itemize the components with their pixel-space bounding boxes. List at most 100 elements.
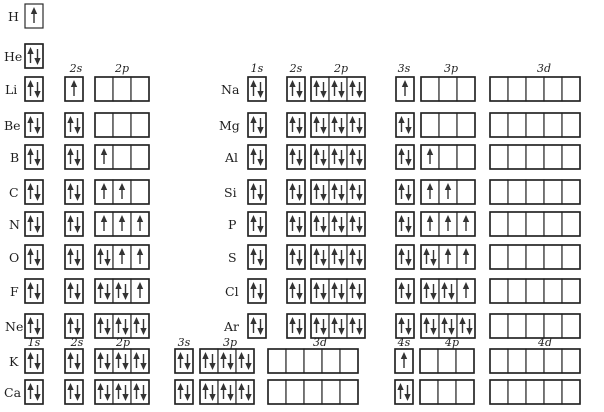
spin-arrow-S-1s-0-down-head [257, 259, 264, 266]
orbital-box-Ar-3d-0 [489, 313, 509, 339]
spin-arrow-Mg-2p-2-up-head [349, 116, 356, 123]
spin-arrow-N-2s-0-down-head [74, 226, 81, 233]
spin-arrow-Na-3s-0-up-head [401, 80, 409, 87]
orbital-box-Ca-4d-3 [543, 379, 563, 405]
element-symbol-Si: Si [224, 185, 237, 200]
spin-arrow-Mg-2p-0-down-head [320, 127, 327, 134]
subshell-outline-S-2s [286, 244, 306, 270]
orbital-box-Al-3d-1 [507, 144, 527, 170]
spin-arrow-Mg-1s-0-up-head [250, 116, 257, 123]
spin-arrow-Ar-3p-1-down-head [448, 328, 455, 335]
spin-arrow-N-2p-0-up-head [100, 215, 108, 222]
orbital-box-Mg-2p-0 [310, 112, 330, 138]
spin-arrow-Al-1s-0-up-head [250, 148, 257, 155]
spin-arrow-Li-1s-0-up-head [27, 80, 34, 87]
subshell-outline-Ne-1s [24, 313, 44, 339]
subshell-outline-F-2s [64, 278, 84, 304]
spin-arrow-Al-2p-0-up-head [313, 148, 320, 155]
orbital-box-Ne-2p-1 [112, 313, 132, 339]
orbital-box-P-3d-3 [543, 211, 563, 237]
subshell-outline-Na-2s [286, 76, 306, 102]
orbital-box-Cl-3p-1 [438, 278, 458, 304]
spin-arrow-P-2p-1-up-head [331, 215, 338, 222]
spin-arrow-S-2p-1-down-head [338, 259, 345, 266]
spin-arrow-P-2s-0-down-head [296, 226, 303, 233]
subshell-outline-Ca-2s [64, 379, 84, 405]
subshell-outline-B-1s [24, 144, 44, 170]
orbital-box-Ar-3p-2 [456, 313, 476, 339]
orbital-box-Na-3d-4 [561, 76, 581, 102]
subshell-outline-K-3p [199, 348, 255, 374]
orbital-box-Al-3d-4 [561, 144, 581, 170]
orbital-box-Ca-3d-2 [303, 379, 323, 405]
subshell-outline-Al-1s [247, 144, 267, 170]
spin-arrow-Al-3s-0-up-head [398, 148, 405, 155]
spin-arrow-P-2p-0-up-head [313, 215, 320, 222]
orbital-box-Cl-3d-1 [507, 278, 527, 304]
spin-arrow-Si-2p-1-up-head [331, 183, 338, 190]
orbital-box-Si-2p-0 [310, 179, 330, 205]
orbital-box-K-4p-0 [419, 348, 439, 374]
spin-arrow-K-2p-0-up-head [97, 352, 104, 359]
subshell-outline-Be-1s [24, 112, 44, 138]
subshell-outline-N-1s [24, 211, 44, 237]
spin-arrow-N-2p-1-up-head [118, 215, 126, 222]
subshell-outline-Li-2s [64, 76, 84, 102]
spin-arrow-Ca-2p-2-up-head [133, 383, 140, 390]
spin-arrow-Si-2p-0-up-head [313, 183, 320, 190]
spin-arrow-Ar-3p-1-up-head [441, 317, 448, 324]
spin-arrow-O-2p-0-up-head [97, 248, 104, 255]
subshell-outline-Ar-2p [310, 313, 366, 339]
spin-arrow-Ca-2p-1-up-head [115, 383, 122, 390]
spin-arrow-Ca-3p-0-up-head [202, 383, 209, 390]
orbital-box-B-2s-0 [64, 144, 84, 170]
spin-arrow-F-1s-0-up-head [27, 282, 34, 289]
orbital-box-Be-2p-2 [130, 112, 150, 138]
spin-arrow-Na-2p-0-up-head [313, 80, 320, 87]
orbital-box-F-2s-0 [64, 278, 84, 304]
subshell-header-3p: 3p [444, 62, 458, 75]
subshell-outline-P-3d [489, 211, 581, 237]
spin-arrow-K-2p-2-up-head [133, 352, 140, 359]
orbital-box-C-2p-2 [130, 179, 150, 205]
spin-arrow-Al-2p-2-down-head [356, 159, 363, 166]
subshell-header-3d: 3d [537, 62, 551, 75]
element-symbol-C: C [9, 185, 19, 200]
orbital-box-Ne-2p-2 [130, 313, 150, 339]
subshell-outline-B-2p [94, 144, 150, 170]
orbital-box-B-2p-2 [130, 144, 150, 170]
orbital-box-K-2p-0 [94, 348, 114, 374]
subshell-header-3s: 3s [398, 62, 411, 75]
orbital-box-Ca-4d-0 [489, 379, 509, 405]
orbital-box-Si-2p-2 [346, 179, 366, 205]
spin-arrow-Na-2p-2-down-head [356, 91, 363, 98]
spin-arrow-Mg-2p-1-down-head [338, 127, 345, 134]
orbital-box-Si-1s-0 [247, 179, 267, 205]
spin-arrow-Ar-1s-0-down-head [257, 328, 264, 335]
spin-arrow-Cl-3p-2-up-head [462, 282, 470, 289]
spin-arrow-N-2p-2-up-head [136, 215, 144, 222]
orbital-box-P-3s-0 [395, 211, 415, 237]
spin-arrow-Cl-1s-0-down-head [257, 293, 264, 300]
spin-arrow-C-1s-0-up-head [27, 183, 34, 190]
orbital-box-Ca-4p-2 [455, 379, 475, 405]
spin-arrow-Ca-3p-1-up-head [220, 383, 227, 390]
orbital-box-Si-2p-1 [328, 179, 348, 205]
spin-arrow-S-3s-0-up-head [398, 248, 405, 255]
orbital-box-O-1s-0 [24, 244, 44, 270]
orbital-box-Ca-3p-0 [199, 379, 219, 405]
spin-arrow-Ca-3p-2-down-head [245, 394, 252, 401]
subshell-outline-Na-1s [247, 76, 267, 102]
spin-arrow-Si-2p-2-down-head [356, 194, 363, 201]
spin-arrow-K-3p-1-up-head [220, 352, 227, 359]
subshell-outline-Ca-4d [489, 379, 581, 405]
orbital-box-Ca-3d-1 [285, 379, 305, 405]
spin-arrow-S-3s-0-down-head [405, 259, 412, 266]
subshell-outline-Mg-2s [286, 112, 306, 138]
orbital-box-Ca-1s-0 [24, 379, 44, 405]
spin-arrow-K-3p-2-down-head [245, 363, 252, 370]
spin-arrow-Mg-1s-0-down-head [257, 127, 264, 134]
subshell-outline-Si-3s [395, 179, 415, 205]
spin-arrow-P-2p-0-down-head [320, 226, 327, 233]
